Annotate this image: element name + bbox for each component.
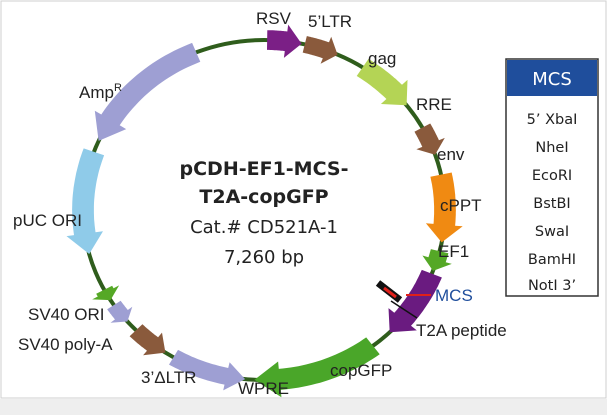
amp-arrow — [94, 42, 201, 141]
plasmid-name-line1: pCDH-EF1-MCS- — [180, 158, 349, 180]
label-copgfp: copGFP — [330, 361, 392, 380]
figure-frame — [0, 0, 607, 399]
rre-arrow — [414, 123, 445, 155]
env-arrow — [425, 172, 463, 243]
label-amp-main: Amp — [79, 83, 114, 102]
label-t2a: T2A peptide — [416, 321, 507, 340]
mcs-site: EcoRI — [532, 168, 572, 184]
mcs-legend-title: MCS — [532, 69, 572, 90]
mcs-site: NotI 3’ — [528, 278, 576, 294]
t2a-pointer-line — [390, 300, 418, 319]
plasmid-name-line2: T2A-copGFP — [199, 186, 328, 208]
feature-layer — [66, 24, 463, 398]
ltr3-arrow — [129, 324, 166, 356]
catalog-number: Cat.# CD521A-1 — [190, 217, 338, 238]
footer-strip — [0, 399, 607, 415]
cppt-arrow — [422, 249, 452, 271]
label-cppt: cPPT — [440, 196, 482, 215]
label-wpre: WPRE — [238, 379, 289, 398]
mcs-legend-header — [507, 60, 597, 96]
mcs-marker — [375, 280, 431, 319]
copgfp-arrow — [254, 337, 380, 398]
label-rre: RRE — [416, 95, 452, 114]
label-gag: gag — [368, 49, 396, 68]
mcs-site: BamHI — [528, 252, 576, 268]
label-puc-ori: pUC ORI — [13, 211, 82, 230]
sv40-ori-arrow — [92, 285, 120, 301]
mcs-site: NheI — [535, 140, 568, 156]
label-ef1: EF1 — [438, 242, 469, 261]
label-rsv: RSV — [256, 9, 292, 28]
rsv-arrow — [267, 24, 302, 58]
label-mcs: MCS — [435, 286, 473, 305]
label-3ltr: 3’ΔLTR — [141, 368, 196, 387]
wpre-arrow — [169, 349, 246, 391]
ef1-arrow — [388, 269, 442, 333]
gag-arrow — [356, 58, 408, 106]
plasmid-size: 7,260 bp — [224, 247, 304, 268]
label-amp-superscript: R — [114, 82, 122, 94]
mcs-red-band — [383, 286, 397, 299]
mcs-site: 5’ XbaI — [527, 112, 578, 128]
mcs-legend: MCS 5’ XbaI NheI EcoRI BstBI SwaI BamHI … — [505, 58, 599, 297]
mcs-site: BstBI — [533, 196, 570, 212]
sv40-polya-arrow — [107, 300, 133, 323]
label-env: env — [437, 145, 465, 164]
label-sv40-polya: SV40 poly-A — [18, 335, 113, 354]
ltr5-arrow — [302, 36, 338, 64]
puc-ori-arrow — [66, 148, 105, 254]
mcs-site: SwaI — [535, 224, 569, 240]
mcs-legend-box — [505, 58, 599, 297]
label-5ltr: 5’LTR — [308, 12, 352, 31]
label-sv40-ori: SV40 ORI — [28, 305, 105, 324]
label-amp: AmpR — [79, 82, 122, 102]
